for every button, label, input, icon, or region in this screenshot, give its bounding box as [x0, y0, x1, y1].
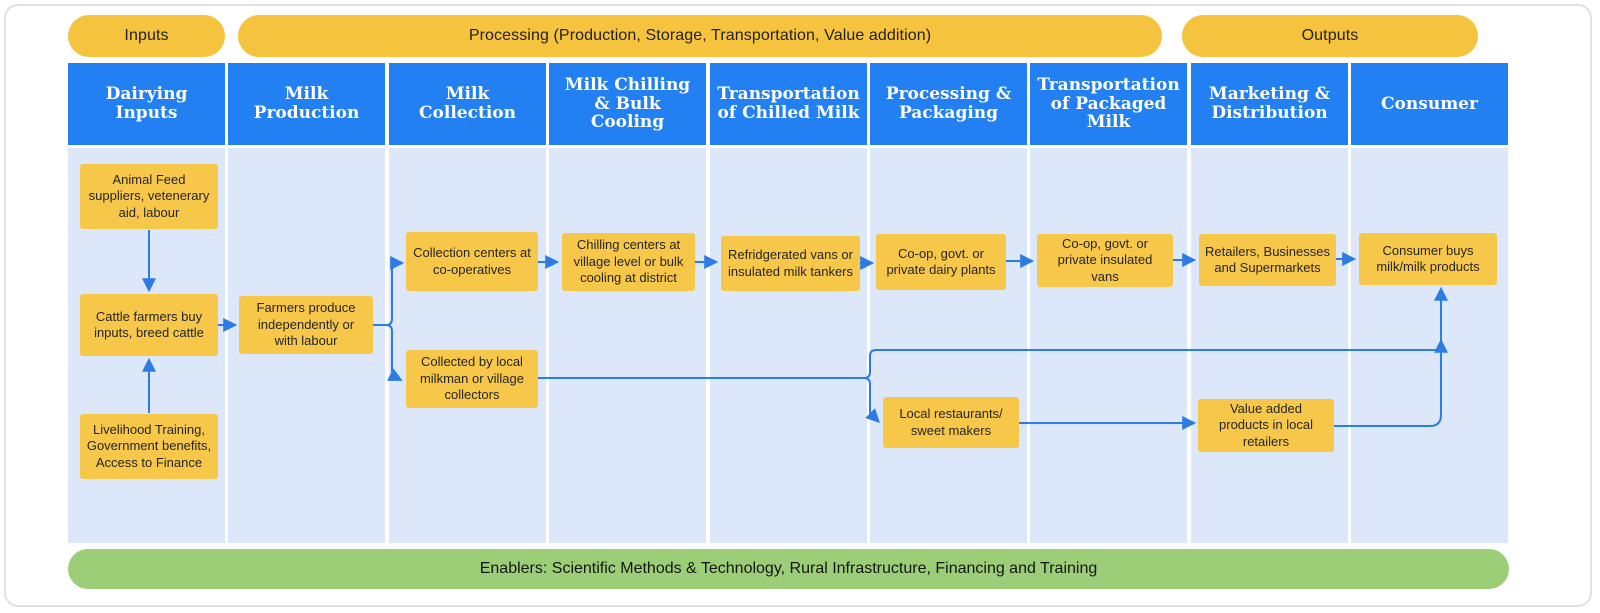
column-body-transport-packaged — [1030, 148, 1187, 543]
column-header-dairying-inputs: Dairying Inputs — [68, 63, 225, 145]
column-body-milk-collection — [389, 148, 546, 543]
column-header-transport-packaged: Transportation of Packaged Milk — [1030, 63, 1187, 145]
flow-box-refridgerated-vans: Refridgerated vans or insulated milk tan… — [721, 236, 860, 291]
column-processing-packaging: Processing & Packaging — [870, 63, 1027, 543]
column-header-consumer: Consumer — [1351, 63, 1508, 145]
column-body-marketing-distribution — [1191, 148, 1348, 543]
column-header-milk-collection: Milk Collection — [389, 63, 546, 145]
column-transport-packaged: Transportation of Packaged Milk — [1030, 63, 1187, 543]
flow-box-chilling-centers: Chilling centers at village level or bul… — [562, 233, 695, 291]
column-header-marketing-distribution: Marketing & Distribution — [1191, 63, 1348, 145]
flow-box-retailers: Retailers, Businesses and Supermarkets — [1199, 234, 1336, 286]
column-header-transport-chilled: Transportation of Chilled Milk — [710, 63, 867, 145]
column-body-transport-chilled — [710, 148, 867, 543]
column-body-milk-chilling — [549, 148, 706, 543]
flow-box-coop-insulated-vans: Co-op, govt. or private insulated vans — [1037, 234, 1173, 287]
flow-box-cattle-farmers: Cattle farmers buy inputs, breed cattle — [80, 294, 218, 356]
pill-inputs-label: Inputs — [124, 27, 169, 44]
column-transport-chilled: Transportation of Chilled Milk — [710, 63, 867, 543]
pill-outputs: Outputs — [1182, 15, 1478, 57]
column-header-milk-chilling: Milk Chilling & Bulk Cooling — [549, 63, 706, 145]
flow-box-coop-dairy-plants: Co-op, govt. or private dairy plants — [876, 234, 1006, 290]
flow-box-consumer-buys: Consumer buys milk/milk products — [1359, 233, 1497, 285]
column-body-consumer — [1351, 148, 1508, 543]
column-milk-collection: Milk Collection — [389, 63, 546, 543]
column-milk-chilling: Milk Chilling & Bulk Cooling — [549, 63, 706, 543]
pill-processing-label: Processing (Production, Storage, Transpo… — [468, 27, 932, 44]
flow-box-collected-milkman: Collected by local milkman or village co… — [406, 350, 538, 408]
column-marketing-distribution: Marketing & Distribution — [1191, 63, 1348, 543]
pill-outputs-label: Outputs — [1301, 27, 1359, 44]
column-header-milk-production: Milk Production — [228, 63, 385, 145]
column-body-processing-packaging — [870, 148, 1027, 543]
enablers-bar: Enablers: Scientific Methods & Technolog… — [68, 549, 1509, 589]
flow-box-local-restaurants: Local restaurants/ sweet makers — [883, 397, 1019, 448]
column-header-processing-packaging: Processing & Packaging — [870, 63, 1027, 145]
flow-box-farmers-produce: Farmers produce independently or with la… — [239, 296, 373, 354]
pill-processing: Processing (Production, Storage, Transpo… — [238, 15, 1162, 57]
flow-box-livelihood: Livelihood Training, Government benefits… — [80, 414, 218, 479]
pill-inputs: Inputs — [68, 15, 225, 57]
flow-box-collection-centers: Collection centers at co-operatives — [406, 232, 538, 291]
enablers-label: Enablers: Scientific Methods & Technolog… — [479, 560, 1098, 577]
flow-box-animal-feed: Animal Feed suppliers, vetenerary aid, l… — [80, 164, 218, 229]
flow-box-value-added: Value added products in local retailers — [1198, 399, 1334, 452]
column-consumer: Consumer — [1351, 63, 1508, 543]
